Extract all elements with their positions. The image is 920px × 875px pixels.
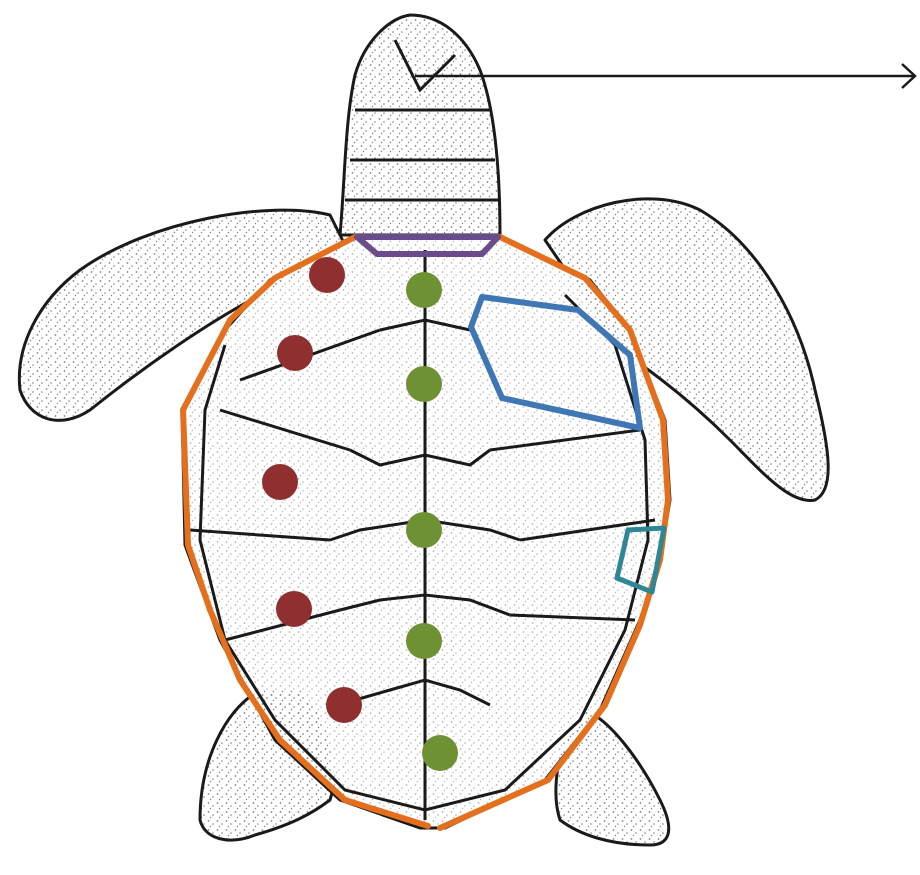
lateral-marker: [309, 257, 345, 293]
vertebral-marker: [422, 735, 458, 771]
vertebral-marker: [406, 272, 442, 308]
lateral-marker: [276, 591, 312, 627]
lateral-marker: [326, 687, 362, 723]
lateral-marker: [262, 464, 298, 500]
head-pointer-arrow: [415, 64, 915, 88]
vertebral-marker: [406, 623, 442, 659]
vertebral-marker: [406, 512, 442, 548]
vertebral-marker: [406, 366, 442, 402]
lateral-marker: [277, 335, 313, 371]
